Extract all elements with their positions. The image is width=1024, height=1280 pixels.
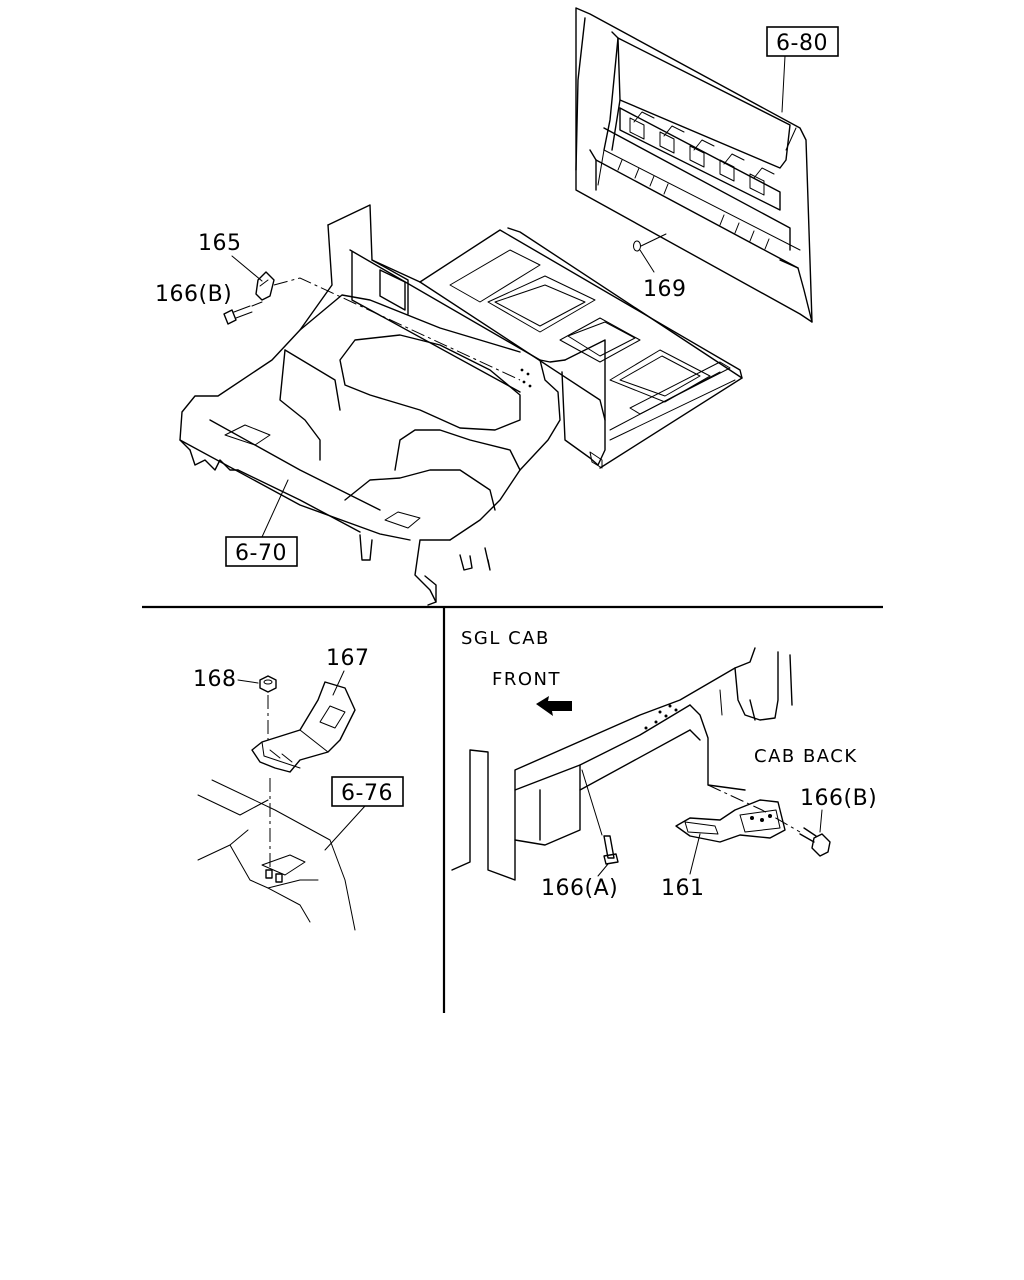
clip-169 (633, 233, 667, 273)
bolt-166a (603, 835, 619, 865)
cab-back-panel-illustration (575, 7, 813, 323)
leader-166b-top (251, 301, 263, 307)
part-label-166a: 166(A) (541, 876, 618, 901)
leader-161 (689, 833, 701, 875)
stud-axis-line (267, 695, 271, 870)
ref-label-6-76: 6-76 (341, 781, 393, 806)
ref-box-6-70: 6-70 (225, 536, 298, 567)
floor-panel-illustration (179, 204, 743, 606)
cab-back-label: CAB BACK (754, 746, 858, 767)
part-label-166b-top: 166(B) (155, 282, 232, 307)
bracket-161 (675, 799, 786, 843)
front-arrow-icon (536, 696, 572, 716)
front-label: FRONT (492, 669, 561, 690)
ref-label-6-70: 6-70 (235, 541, 287, 566)
part-label-161: 161 (661, 876, 705, 901)
bracket-165 (255, 271, 275, 301)
bracket-167-illustration (251, 681, 356, 773)
leader-166b-right (819, 809, 823, 833)
leader-166a (597, 863, 609, 877)
ref-box-6-80: 6-80 (766, 26, 839, 57)
part-label-169: 169 (643, 277, 687, 302)
cab-underside-illustration (451, 647, 793, 881)
leader-6-76 (324, 805, 366, 851)
leader-165 (231, 255, 263, 282)
nut-168 (259, 675, 277, 693)
bolt-166b-top (223, 305, 253, 325)
bracket-attachment-line (273, 277, 521, 381)
part-label-168: 168 (193, 667, 237, 692)
part-label-165: 165 (198, 231, 242, 256)
floor-section-illustration (197, 779, 356, 931)
ref-box-6-76: 6-76 (331, 776, 404, 807)
leader-6-70 (261, 479, 289, 538)
leader-6-80 (781, 55, 786, 113)
leader-167 (332, 670, 345, 696)
ref-label-6-80: 6-80 (776, 31, 828, 56)
bolt-166b-right (799, 827, 831, 857)
leader-168 (237, 679, 259, 684)
sgl-cab-label: SGL CAB (461, 628, 550, 649)
part-label-167: 167 (326, 646, 370, 671)
bolt-axis-line (707, 784, 801, 833)
part-label-166b-right: 166(B) (800, 786, 877, 811)
